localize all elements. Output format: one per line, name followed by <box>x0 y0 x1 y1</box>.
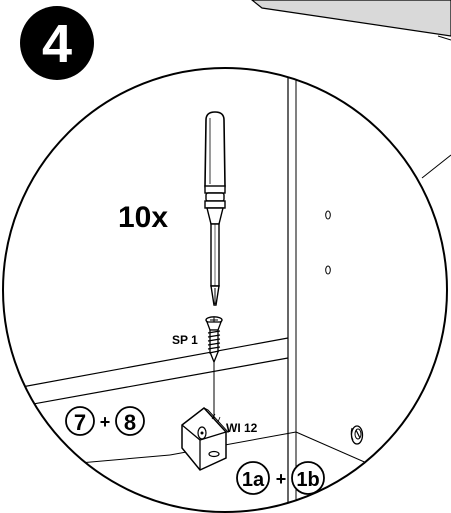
part-number: 1b <box>296 469 319 491</box>
screw-part-label: SP 1 <box>172 333 198 347</box>
part-number: 1a <box>242 469 265 491</box>
part-number: 7 <box>74 410 86 435</box>
pre-drilled-hole <box>325 265 331 275</box>
part-number-circle <box>291 461 325 495</box>
part-number-circle <box>65 406 95 436</box>
pre-drilled-hole <box>325 210 331 220</box>
screw-icon <box>205 316 223 364</box>
part-number-circle <box>236 461 270 495</box>
bracket-part-label: WI 12 <box>226 421 258 435</box>
step-number: 4 <box>42 14 72 74</box>
part-number-circle <box>115 406 145 436</box>
corner-bracket-icon <box>181 406 230 471</box>
plus-sign: + <box>276 469 287 489</box>
detail-circle <box>2 67 448 513</box>
step-number-badge: 4 <box>20 6 94 80</box>
plus-sign: + <box>100 412 111 432</box>
quantity-label: 10x <box>118 201 168 234</box>
part-number: 8 <box>124 410 136 435</box>
screwdriver-icon <box>204 111 226 306</box>
cam-lock-icon <box>350 425 364 445</box>
parts-callout-1a-1b: 1a + 1b <box>236 461 325 495</box>
callout-leader-line <box>421 154 451 179</box>
overview-panel <box>251 0 451 41</box>
parts-callout-7-8: 7 + 8 <box>65 406 145 436</box>
